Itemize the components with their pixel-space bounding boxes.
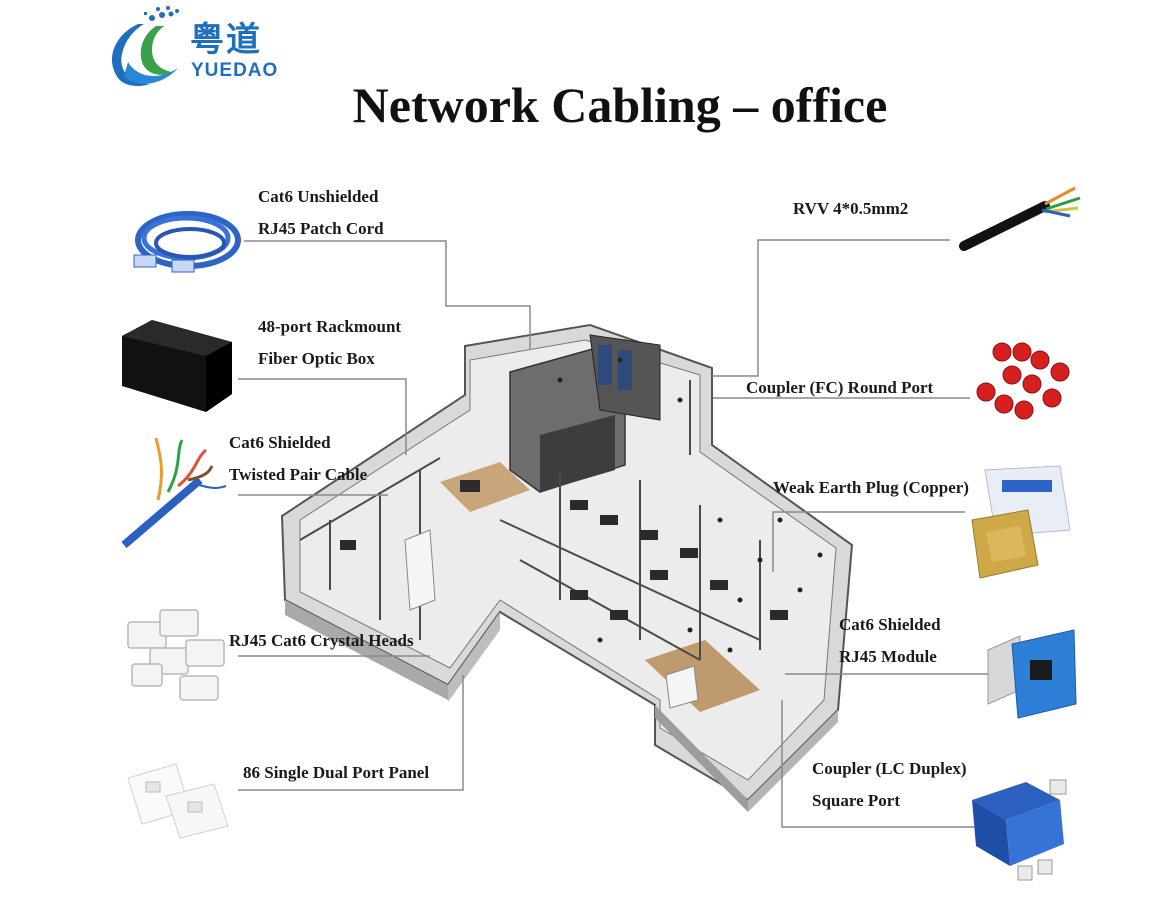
logo-mark-icon xyxy=(111,6,179,86)
label-crystal-heads: RJ45 Cat6 Crystal Heads xyxy=(229,631,414,650)
label-lc-coupler-line2: Square Port xyxy=(812,791,900,810)
wall-port-panel-icon xyxy=(127,763,229,839)
rj45-connectors-icon xyxy=(127,609,225,701)
label-twisted-pair-line2: Twisted Pair Cable xyxy=(229,465,368,484)
rj45-keystone-module-icon xyxy=(987,629,1077,719)
brand-name-en: YUEDAO xyxy=(191,60,279,81)
label-twisted-pair: Cat6 Shielded Twisted Pair Cable xyxy=(229,427,367,491)
label-rj45-module: Cat6 Shielded RJ45 Module xyxy=(839,609,941,673)
label-fiber-box-line1: 48-port Rackmount xyxy=(258,317,402,336)
label-rj45-module-line1: Cat6 Shielded xyxy=(839,615,941,634)
label-earth-plug: Weak Earth Plug (Copper) xyxy=(773,478,969,497)
label-port-panel: 86 Single Dual Port Panel xyxy=(243,763,430,782)
label-lc-coupler-line1: Coupler (LC Duplex) xyxy=(812,759,967,778)
label-twisted-pair-line1: Cat6 Shielded xyxy=(229,433,331,452)
label-rvv: RVV 4*0.5mm2 xyxy=(793,199,909,218)
label-fc-coupler: Coupler (FC) Round Port xyxy=(746,378,934,397)
label-fiber-box: 48-port Rackmount Fiber Optic Box xyxy=(258,311,401,375)
label-patch-cord-line1: Cat6 Unshielded xyxy=(258,187,379,206)
label-rj45-module-line2: RJ45 Module xyxy=(839,647,937,666)
page-title: Network Cabling – office xyxy=(352,77,888,133)
fc-couplers-icon xyxy=(976,342,1070,420)
label-patch-cord: Cat6 Unshielded RJ45 Patch Cord xyxy=(258,181,384,245)
leader-lines xyxy=(238,239,990,828)
label-patch-cord-line2: RJ45 Patch Cord xyxy=(258,219,384,238)
twisted-pair-cable-icon xyxy=(121,437,227,549)
label-lc-coupler: Coupler (LC Duplex) Square Port xyxy=(812,753,967,817)
office-floor-plan-illustration xyxy=(280,323,854,812)
label-fiber-box-line2: Fiber Optic Box xyxy=(258,349,375,368)
black-fiber-box-icon xyxy=(122,320,232,412)
blue-patch-cord-icon xyxy=(133,211,241,273)
copper-earth-plug-icon xyxy=(971,465,1071,579)
brand-logo xyxy=(98,6,298,94)
lc-duplex-coupler-icon xyxy=(972,779,1067,881)
rvv-cable-icon xyxy=(959,186,1081,251)
brand-name-cn: 粤道 xyxy=(190,20,262,60)
